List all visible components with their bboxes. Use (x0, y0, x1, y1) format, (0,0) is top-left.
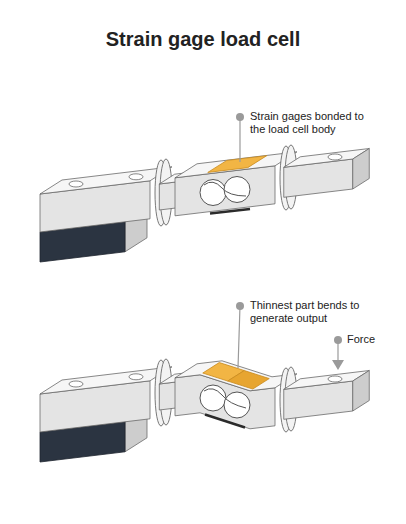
load-cell-loaded (40, 359, 369, 462)
callout-text: Strain gages bonded to the load cell bod… (250, 110, 370, 136)
bolt-hole (328, 376, 342, 382)
bolt-hole (69, 381, 83, 387)
sensing-beam-top (175, 361, 297, 391)
leader-dot (236, 302, 244, 310)
leader-dot (236, 113, 244, 121)
strain-gage-bottom (210, 209, 250, 214)
leader-line (238, 306, 240, 368)
force-label: Force (347, 333, 402, 346)
bolt-hole (69, 181, 83, 187)
callout-text: Thinnest part bends to generate output (250, 299, 370, 325)
title: Strain gage load cell (0, 28, 406, 51)
leader-line (239, 117, 240, 162)
binocular-hole (200, 180, 226, 206)
load-cell-unloaded (40, 145, 369, 262)
hole-edge (204, 182, 246, 196)
strain-gage (228, 371, 270, 390)
binocular-hole (224, 177, 250, 203)
fixed-end-top (40, 367, 172, 394)
bolt-hole (328, 154, 342, 160)
load-end-side (353, 371, 370, 412)
fixed-end-top (40, 167, 172, 194)
hole-edge (204, 389, 246, 408)
leader-dot (334, 336, 342, 344)
force-arrow-head (332, 360, 344, 370)
strain-gage (208, 156, 267, 173)
bolt-hole (129, 174, 143, 180)
sensing-beam-top (175, 152, 297, 178)
load-end-side (353, 149, 370, 190)
strain-gage-bottom (205, 415, 245, 428)
bolt-hole (129, 374, 143, 380)
